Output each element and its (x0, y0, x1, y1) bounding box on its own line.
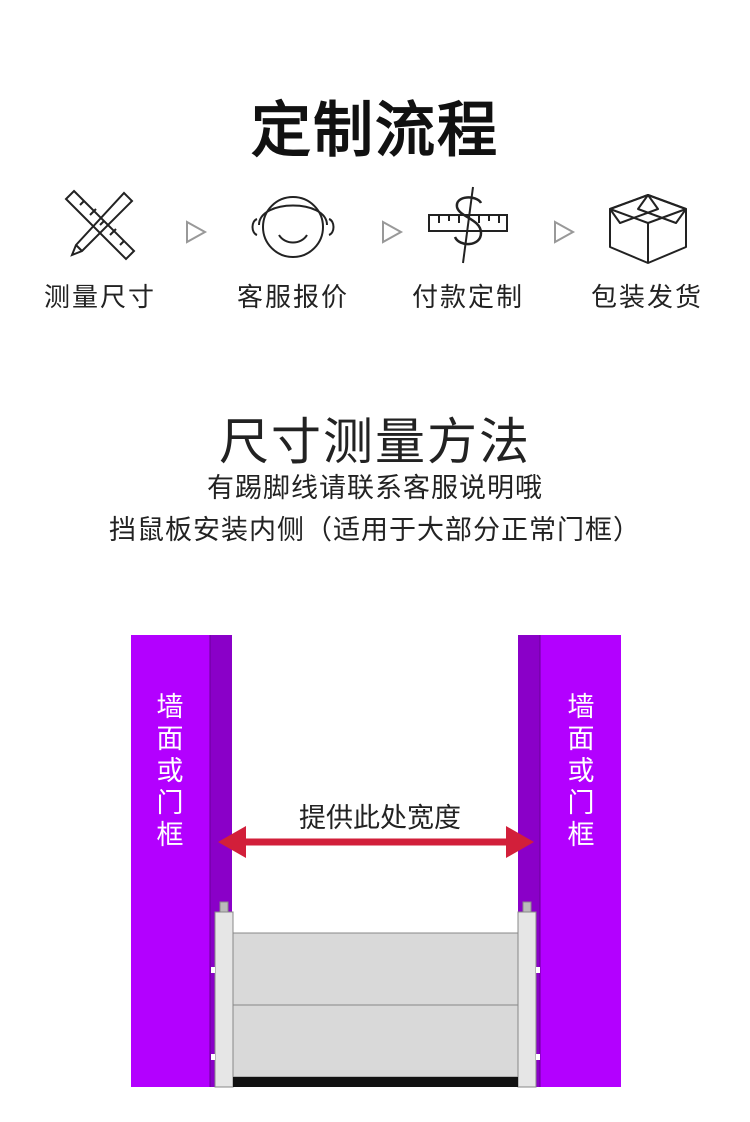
headset-icon (251, 196, 335, 258)
step-quote: 客服报价 (218, 185, 368, 314)
process-title: 定制流程 (251, 96, 499, 166)
step-label: 测量尺寸 (43, 283, 156, 313)
process-steps: 测量尺寸 客服报价 (0, 185, 750, 315)
package-box-icon (609, 194, 687, 264)
triangle-right-icon (382, 220, 404, 244)
step-label: 付款定制 (411, 283, 524, 313)
step-shipping: 包装发货 (572, 185, 722, 314)
step-label: 客服报价 (236, 283, 349, 313)
dollar-ruler-icon (428, 186, 508, 264)
mouse-barrier-board (211, 901, 540, 1088)
measurement-diagram (131, 635, 621, 1088)
width-label: 提供此处宽度 (299, 803, 461, 834)
left-wall (131, 635, 211, 1087)
step-payment: 付款定制 (393, 185, 543, 314)
triangle-right-icon (554, 220, 576, 244)
width-arrow (218, 826, 534, 858)
step-label: 包装发货 (590, 283, 703, 313)
right-wall (540, 635, 621, 1087)
right-wall-label: 墙面或门框 (567, 692, 595, 851)
triangle-right-icon (186, 220, 208, 244)
left-wall-label: 墙面或门框 (156, 692, 184, 851)
measure-note-1: 有踢脚线请联系客服说明哦 (207, 473, 543, 504)
ruler-pencil-icon (64, 189, 136, 261)
measure-title: 尺寸测量方法 (219, 413, 531, 471)
measure-note-2: 挡鼠板安装内侧（适用于大部分正常门框） (109, 515, 641, 546)
step-measure: 测量尺寸 (25, 185, 175, 314)
